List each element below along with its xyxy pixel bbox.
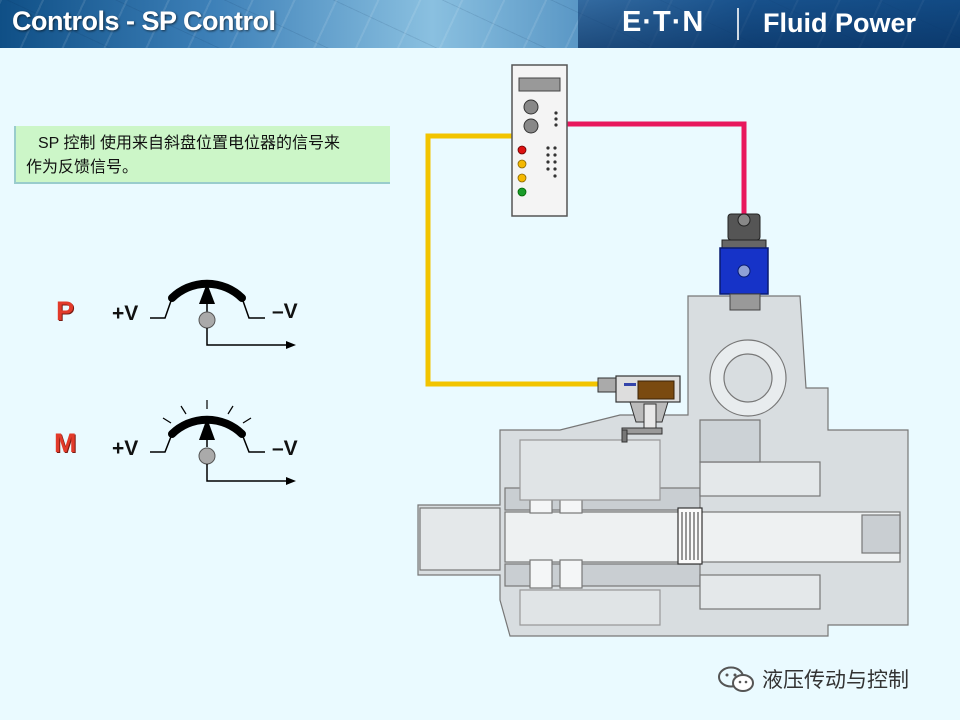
- title-bar: Controls - SP Control E·T·N Fluid Power: [0, 0, 960, 48]
- electronic-controller: [511, 64, 568, 217]
- gauge-p-letter: P: [56, 296, 75, 326]
- brand-logo: E·T·N: [622, 6, 705, 38]
- brand-divider: [737, 8, 739, 40]
- potentiometer-m-symbol: [150, 400, 296, 485]
- gauge-p-left-label: +V: [112, 302, 139, 325]
- swashplate-potentiometer: [597, 375, 681, 443]
- command-wire: [567, 121, 747, 214]
- gauge-m-left-label: +V: [112, 437, 139, 460]
- gauge-p-right-label: –V: [272, 300, 298, 323]
- wechat-icon: [718, 666, 754, 692]
- product-line: Fluid Power: [763, 8, 917, 38]
- pump-cross-section: [417, 295, 909, 637]
- potentiometer-p-symbol: [150, 279, 296, 349]
- brand-panel: [578, 0, 960, 48]
- watermark-text: 液压传动与控制: [762, 669, 909, 692]
- feedback-wire: [425, 133, 600, 387]
- gauge-m-letter: M: [54, 428, 77, 458]
- description-line-1: SP 控制 使用来自斜盘位置电位器的信号来: [38, 135, 340, 152]
- description-line-2: 作为反馈信号。: [26, 159, 139, 176]
- gauge-m-right-label: –V: [272, 437, 298, 460]
- proportional-solenoid: [719, 213, 769, 311]
- description-box: SP 控制 使用来自斜盘位置电位器的信号来 作为反馈信号。: [14, 126, 390, 184]
- watermark: 液压传动与控制: [716, 664, 909, 694]
- slide-title: Controls - SP Control: [12, 6, 276, 36]
